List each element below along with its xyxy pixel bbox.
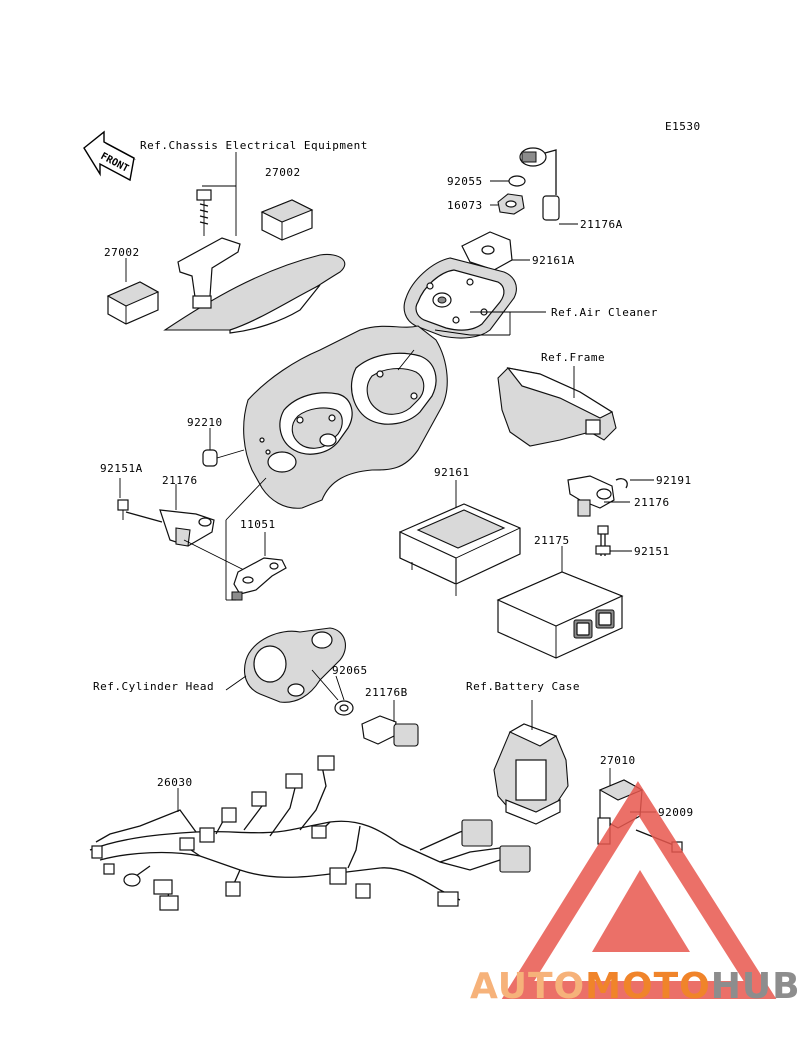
- airbox-body: [243, 325, 448, 509]
- label-92065: 92065: [332, 664, 368, 677]
- ecu-21175: [496, 546, 624, 659]
- label-26030: 26030: [157, 776, 193, 789]
- svg-text:AUTOMOTOHUB: AUTOMOTOHUB: [470, 966, 800, 1007]
- label-92009: 92009: [658, 806, 694, 819]
- label-92161a: 92161A: [532, 254, 575, 267]
- label-21176b: 21176B: [365, 686, 408, 699]
- ref-frame: Ref.Frame: [541, 351, 605, 364]
- chassis-bracket-assembly: [163, 152, 346, 334]
- watermark-part-auto: AUTO: [470, 966, 585, 1007]
- label-21175: 21175: [534, 534, 570, 547]
- ref-chassis-electrical: Ref.Chassis Electrical Equipment: [140, 139, 368, 152]
- sensor-21176a-assembly: [403, 147, 578, 339]
- label-21176-left: 21176: [162, 474, 198, 487]
- wiring-harness-26030: [89, 755, 531, 911]
- label-27010: 27010: [600, 754, 636, 767]
- label-92210: 92210: [187, 416, 223, 429]
- relay-27002-left: [106, 258, 160, 325]
- watermark-part-hub: HUB: [711, 966, 800, 1007]
- label-92151: 92151: [634, 545, 670, 558]
- label-27002-upper: 27002: [265, 166, 301, 179]
- sensor-21176-left-assembly: [117, 477, 287, 601]
- label-16073: 16073: [447, 199, 483, 212]
- automotohub-watermark: AUTOMOTOHUB: [470, 781, 800, 1007]
- label-92055: 92055: [447, 175, 483, 188]
- watermark-triangle-icon: [501, 781, 777, 999]
- label-21176a: 21176A: [580, 218, 623, 231]
- ref-battery-case: Ref.Battery Case: [466, 680, 580, 693]
- label-92191: 92191: [656, 474, 692, 487]
- label-92161: 92161: [434, 466, 470, 479]
- frame-bracket: [497, 366, 617, 447]
- front-arrow-icon: FRONT: [83, 130, 136, 182]
- sensor-21176-right-assembly: [567, 475, 654, 556]
- label-92151a: 92151A: [100, 462, 143, 475]
- cylinder-head-assembly: [225, 627, 419, 747]
- grommet-92210: [202, 428, 245, 467]
- tray-92161: [399, 480, 521, 596]
- ref-cylinder-head: Ref.Cylinder Head: [93, 680, 214, 693]
- ref-air-cleaner: Ref.Air Cleaner: [551, 306, 658, 319]
- watermark-part-moto: MOTO: [585, 966, 711, 1007]
- label-21176-right: 21176: [634, 496, 670, 509]
- label-11051: 11051: [240, 518, 276, 531]
- diagram-code: E1530: [665, 120, 701, 133]
- relay-27002-upper: [260, 199, 314, 241]
- label-27002-left: 27002: [104, 246, 140, 259]
